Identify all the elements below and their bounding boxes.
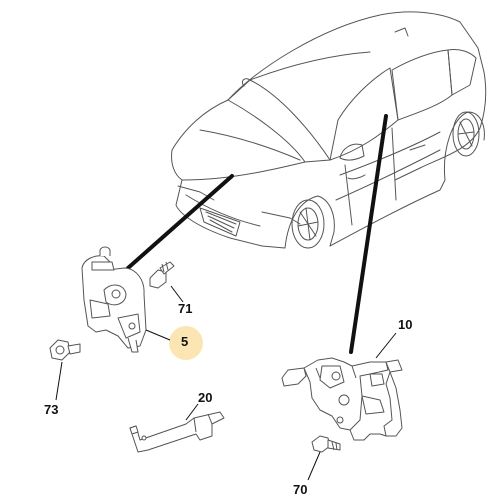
bracket-20	[129, 411, 225, 453]
highlight-circle-part-5	[169, 326, 203, 360]
leader-20	[185, 403, 199, 421]
callout-5: 5	[181, 334, 189, 349]
leader-73	[55, 361, 63, 401]
callout-20: 20	[198, 390, 213, 405]
bolt-71	[149, 261, 175, 289]
callout-leaders	[55, 285, 397, 481]
callout-73: 73	[44, 402, 59, 417]
screw-70	[311, 435, 341, 453]
leader-line-front-door	[126, 174, 234, 270]
leader-10	[375, 332, 397, 359]
leader-70	[307, 451, 321, 481]
bolt-73	[49, 339, 81, 361]
front-hinge-assembly	[81, 246, 147, 353]
leader-line-rear-door	[349, 114, 388, 354]
leader-71	[170, 285, 184, 303]
leader-lines	[126, 114, 388, 354]
callout-71: 71	[178, 301, 193, 316]
leader-5	[145, 329, 171, 341]
rear-hinge-assembly	[281, 357, 403, 441]
callout-70: 70	[293, 482, 308, 497]
car-illustration	[171, 11, 487, 249]
callout-10: 10	[398, 317, 413, 332]
